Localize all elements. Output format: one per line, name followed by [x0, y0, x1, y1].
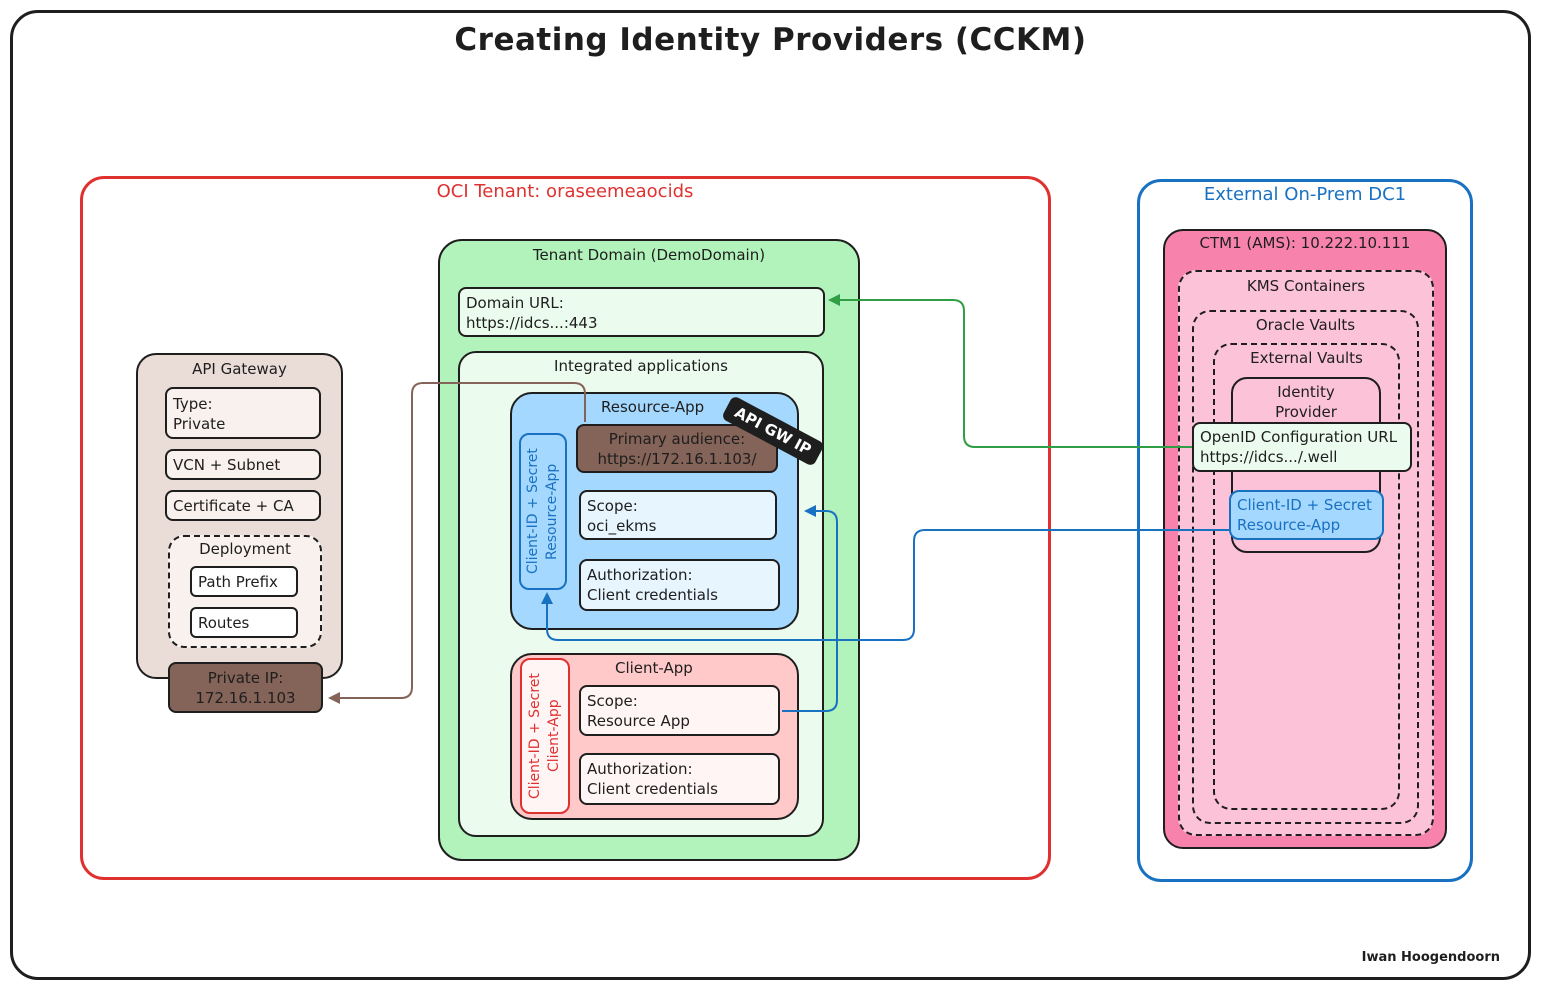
resource-app-authorization: Authorization: Client credentials: [579, 559, 780, 611]
arrow-idp-secret-to-resource-app: [541, 529, 1229, 641]
identity-provider-label: Identity Provider: [1275, 383, 1337, 421]
kms-containers-label: KMS Containers: [1246, 277, 1366, 295]
oci-tenant-container: [80, 176, 1051, 880]
private-ip: Private IP: 172.16.1.103: [168, 662, 323, 713]
vcn-subnet: VCN + Subnet: [165, 449, 321, 480]
certificate-ca: Certificate + CA: [165, 490, 321, 521]
ctm-label: CTM1 (AMS): 10.222.10.111: [1199, 234, 1411, 252]
oci-tenant-label: OCI Tenant: oraseemeaocids: [436, 181, 694, 202]
primary-audience: Primary audience: https://172.16.1.103/: [576, 424, 778, 473]
client-app-authorization: Authorization: Client credentials: [579, 753, 780, 805]
deployment-label: Deployment: [199, 540, 291, 558]
openid-configuration-url: OpenID Configuration URL https://idcs...…: [1192, 422, 1412, 472]
client-app-scope: Scope: Resource App: [579, 685, 780, 736]
arrow-client-scope-to-resource-app: [782, 505, 838, 712]
path-prefix: Path Prefix: [190, 566, 298, 597]
external-vaults-label: External Vaults: [1250, 349, 1363, 367]
author-label: Iwan Hoogendoorn: [1361, 950, 1500, 965]
domain-url: Domain URL: https://idcs...:443: [458, 287, 825, 337]
resource-app-label: Resource-App: [601, 398, 705, 416]
arrow-primary-audience-to-private-ip: [328, 382, 586, 704]
integrated-applications-label: Integrated applications: [554, 357, 728, 375]
tenant-domain-label: Tenant Domain (DemoDomain): [532, 246, 766, 264]
diagram-frame: [10, 10, 1531, 980]
arrow-openid-to-domain-url: [828, 294, 1192, 448]
external-dc-label: External On-Prem DC1: [1203, 184, 1407, 205]
resource-app-scope: Scope: oci_ekms: [579, 490, 777, 540]
api-gateway-type: Type: Private: [165, 387, 321, 439]
routes: Routes: [190, 607, 298, 638]
idp-client-secret: Client-ID + Secret Resource-App: [1229, 490, 1384, 540]
api-gateway-label: API Gateway: [192, 360, 287, 378]
diagram-title: Creating Identity Providers (CCKM): [454, 22, 1087, 58]
oracle-vaults-label: Oracle Vaults: [1255, 316, 1356, 334]
client-app-label: Client-App: [615, 659, 693, 677]
